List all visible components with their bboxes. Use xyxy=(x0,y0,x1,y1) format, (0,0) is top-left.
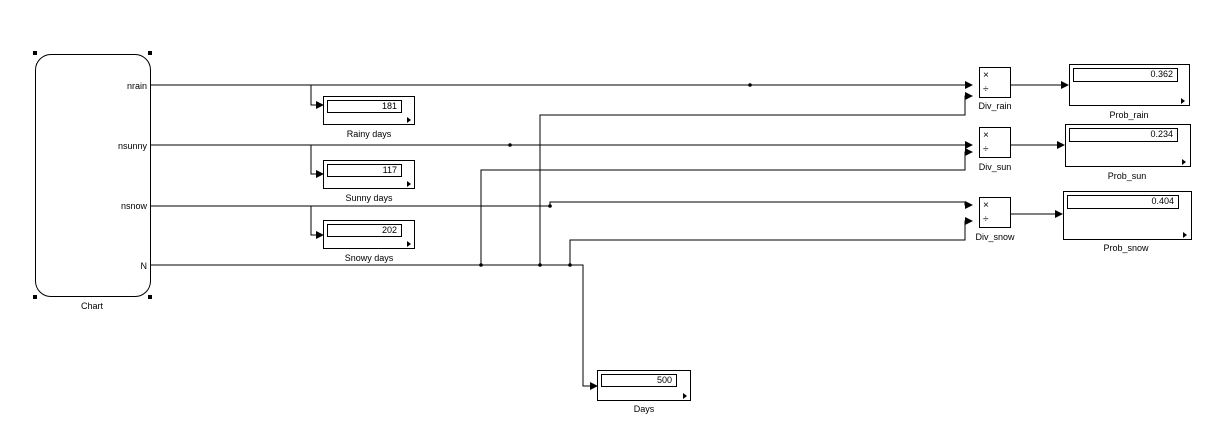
display-corner-arrow-icon xyxy=(407,181,411,187)
sunny-days-label: Sunny days xyxy=(345,193,393,203)
div-snow-label: Div_snow xyxy=(975,232,1015,242)
port-label-N: N xyxy=(140,261,148,271)
line-nsnow-to-div-snow xyxy=(150,201,973,209)
sunny-days-display[interactable]: 117 xyxy=(323,160,415,189)
selection-handle[interactable] xyxy=(33,51,37,55)
branch-point xyxy=(748,83,752,87)
display-corner-arrow-icon xyxy=(1183,232,1187,238)
port-label-nsnow: nsnow xyxy=(120,201,147,211)
prob-rain-display[interactable]: 0.362 xyxy=(1069,64,1190,106)
div-rain-block[interactable]: × ÷ xyxy=(979,67,1011,98)
branch-point xyxy=(508,143,512,147)
selection-handle[interactable] xyxy=(33,295,37,299)
display-value: 117 xyxy=(327,164,402,177)
display-value: 0.234 xyxy=(1069,128,1178,142)
multiply-icon: × xyxy=(983,70,989,81)
display-corner-arrow-icon xyxy=(1181,98,1185,104)
port-label-nsunny: nsunny xyxy=(117,141,147,151)
days-label: Days xyxy=(633,404,655,414)
port-label-nrain: nrain xyxy=(126,81,147,91)
display-value: 181 xyxy=(327,100,402,113)
selection-handle[interactable] xyxy=(148,51,152,55)
prob-snow-label: Prob_snow xyxy=(1103,243,1149,253)
branch-point xyxy=(568,263,572,267)
div-sun-label: Div_sun xyxy=(978,162,1012,172)
line-N-to-days xyxy=(578,264,598,390)
line-nsnow-to-snowy-days xyxy=(310,206,324,239)
snowy-days-label: Snowy days xyxy=(344,253,394,263)
divide-icon: ÷ xyxy=(983,214,989,225)
display-corner-arrow-icon xyxy=(683,393,687,399)
display-corner-arrow-icon xyxy=(407,117,411,123)
rainy-days-display[interactable]: 181 xyxy=(323,96,415,125)
selection-handle[interactable] xyxy=(148,295,152,299)
days-display[interactable]: 500 xyxy=(597,370,691,401)
line-N-to-div-sun xyxy=(480,148,973,265)
prob-sun-label: Prob_sun xyxy=(1107,171,1147,181)
line-N-to-div-snow xyxy=(569,217,973,265)
stateflow-chart-block[interactable] xyxy=(35,54,151,297)
chart-block-label: Chart xyxy=(80,301,104,311)
div-rain-label: Div_rain xyxy=(978,101,1012,111)
branch-point xyxy=(538,263,542,267)
branch-point xyxy=(548,204,552,208)
line-nsunny-to-sunny-days xyxy=(310,145,324,178)
prob-sun-display[interactable]: 0.234 xyxy=(1065,124,1191,167)
display-value: 0.362 xyxy=(1073,68,1178,82)
line-N-to-div-rain xyxy=(539,92,973,265)
prob-rain-label: Prob_rain xyxy=(1109,110,1149,120)
div-snow-block[interactable]: × ÷ xyxy=(979,197,1011,228)
multiply-icon: × xyxy=(983,200,989,211)
display-value: 500 xyxy=(601,374,677,387)
multiply-icon: × xyxy=(983,130,989,141)
line-nrain-to-rainy-days xyxy=(310,85,324,109)
display-value: 0.404 xyxy=(1067,195,1179,209)
snowy-days-display[interactable]: 202 xyxy=(323,220,415,249)
display-corner-arrow-icon xyxy=(407,241,411,247)
display-corner-arrow-icon xyxy=(1182,159,1186,165)
div-sun-block[interactable]: × ÷ xyxy=(979,127,1011,158)
divide-icon: ÷ xyxy=(983,84,989,95)
display-value: 202 xyxy=(327,224,402,237)
rainy-days-label: Rainy days xyxy=(346,129,392,139)
prob-snow-display[interactable]: 0.404 xyxy=(1063,191,1192,240)
branch-point xyxy=(479,263,483,267)
divide-icon: ÷ xyxy=(983,144,989,155)
